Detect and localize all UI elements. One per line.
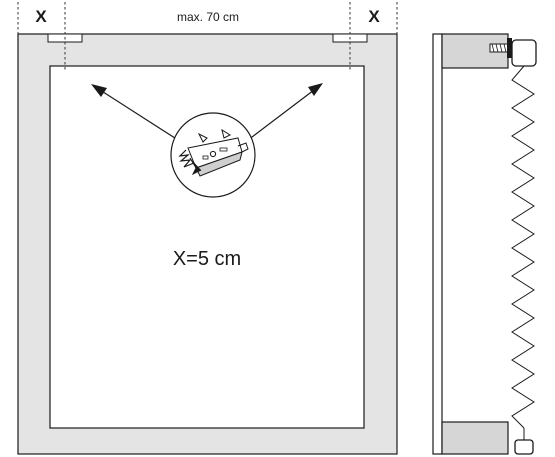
x-label-left: X [35, 7, 47, 26]
pleated-fabric-icon [511, 65, 535, 429]
bottom-rail [441, 421, 509, 455]
mounting-clip-icon [170, 112, 256, 198]
side-view [432, 33, 537, 455]
arrow-right-line [247, 89, 315, 141]
arrow-left-head [91, 84, 107, 97]
arrow-right-head [308, 83, 323, 96]
x-label-right: X [368, 7, 380, 26]
arrow-left-line [99, 89, 179, 141]
bottom-handle [514, 439, 534, 455]
x-value-label: X=5 cm [173, 248, 241, 270]
front-view: X max. 70 cm X [17, 2, 398, 455]
direction-arrows [91, 83, 323, 141]
screw-icon [489, 38, 512, 58]
top-clip-block [511, 39, 537, 67]
max-width-label: max. 70 cm [177, 10, 239, 24]
side-frame [432, 33, 443, 455]
